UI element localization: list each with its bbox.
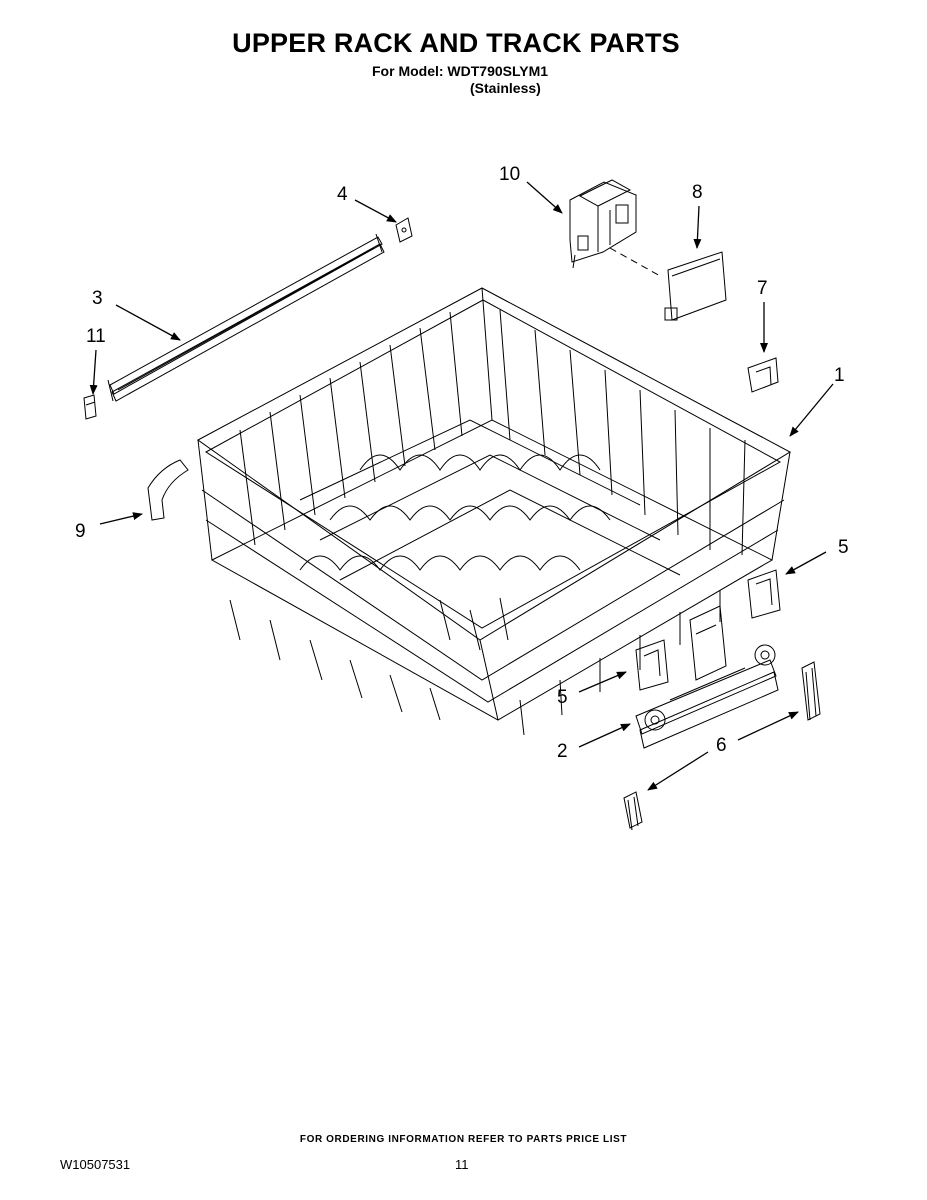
callout-7: 7 — [757, 278, 768, 299]
rack-latch-clip — [747, 357, 779, 393]
leader-lines — [89, 181, 834, 791]
page-number: 11 — [455, 1157, 469, 1172]
track-end-cap — [83, 394, 97, 420]
callout-4: 4 — [337, 184, 348, 205]
rack-adjuster-clip-lower — [635, 639, 669, 691]
track-end-cap-right — [801, 661, 821, 721]
rack-adjuster-housing — [569, 179, 637, 269]
ordering-note: FOR ORDERING INFORMATION REFER TO PARTS … — [299, 1134, 628, 1145]
track-stop-clip — [395, 217, 413, 243]
assembly-dashed-line — [609, 247, 663, 278]
callout-1: 1 — [834, 365, 845, 386]
track-rail — [107, 233, 385, 402]
variant-label: (Stainless) — [470, 80, 541, 96]
track-end-cap-lower — [623, 791, 643, 831]
adjuster-cover — [664, 251, 727, 321]
callout-2: 2 — [557, 741, 568, 762]
document-number: W10507531 — [60, 1157, 131, 1172]
upper-rack-basket — [197, 287, 792, 736]
callout-8: 8 — [692, 182, 703, 203]
rack-adjuster-clip-upper — [747, 569, 781, 619]
callout-3: 3 — [92, 288, 103, 309]
callout-9: 9 — [75, 521, 86, 542]
callout-5-lower: 5 — [557, 687, 568, 708]
model-line: For Model: WDT790SLYM1 — [372, 63, 549, 79]
callout-11: 11 — [86, 326, 106, 347]
rack-side-clip — [147, 459, 189, 521]
callout-5-upper: 5 — [838, 537, 849, 558]
callout-10: 10 — [499, 164, 520, 185]
page-title: UPPER RACK AND TRACK PARTS — [232, 28, 680, 58]
rack-adjuster-assembly — [635, 605, 779, 749]
callout-6: 6 — [716, 735, 727, 756]
